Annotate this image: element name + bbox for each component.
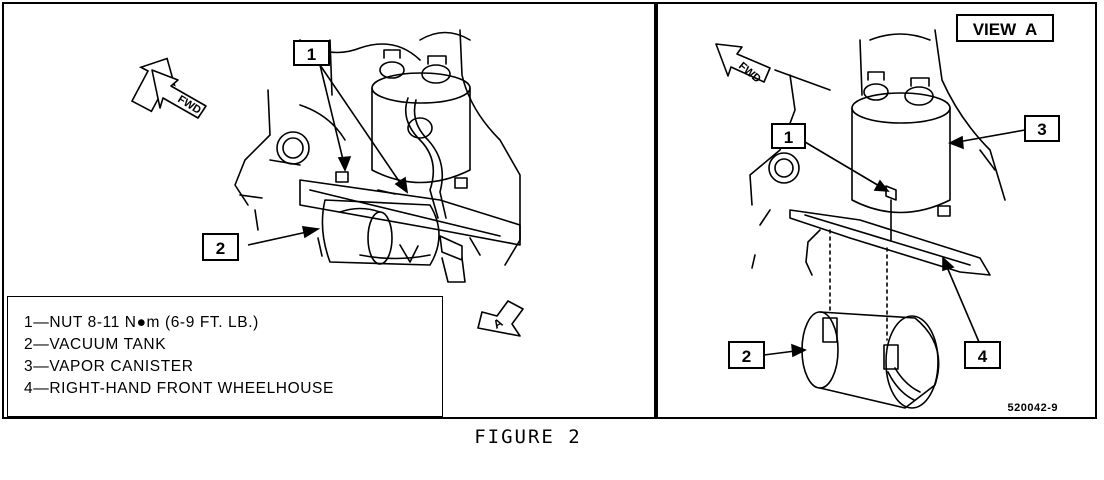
legend-item-vacuum-tank: 2—VACUUM TANK xyxy=(24,336,167,353)
left-fwd-arrow xyxy=(130,57,176,113)
legend-item-nut: 1—NUT 8-11 N●m (6-9 FT. LB.) xyxy=(24,314,259,331)
left-callout-leaders xyxy=(247,64,409,246)
right-callout-3: 3 xyxy=(1024,115,1060,142)
right-panel-frame xyxy=(656,2,1097,419)
left-callout-1-label: 1 xyxy=(307,45,316,64)
right-callout-1: 1 xyxy=(771,123,806,149)
left-panel-frame xyxy=(2,2,656,419)
view-a-title: VIEW A xyxy=(973,20,1038,39)
left-panel-illustration xyxy=(234,29,521,283)
right-callout-1-label: 1 xyxy=(784,128,793,147)
left-fwd-arrow-shape: FWD xyxy=(151,69,207,119)
legend-item-wheelhouse: 4—RIGHT-HAND FRONT WHEELHOUSE xyxy=(24,380,334,397)
figure-caption: FIGURE 2 xyxy=(474,426,582,448)
view-a-pointer-arrow: A xyxy=(477,300,524,337)
right-callout-3-label: 3 xyxy=(1037,120,1046,139)
legend-item-vapor-canister: 3—VAPOR CANISTER xyxy=(24,358,194,375)
legend-box: 1—NUT 8-11 N●m (6-9 FT. LB.) 2—VACUUM TA… xyxy=(7,296,443,417)
right-callout-2: 2 xyxy=(728,341,765,369)
view-a-title-box: VIEW A xyxy=(956,14,1054,42)
left-callout-2: 2 xyxy=(202,233,239,261)
right-callout-4-label: 4 xyxy=(978,347,988,366)
left-callout-2-label: 2 xyxy=(216,239,225,258)
right-callout-4: 4 xyxy=(964,341,1001,369)
left-callout-1: 1 xyxy=(293,40,330,66)
part-number: 520042-9 xyxy=(1008,402,1059,414)
right-callout-leaders xyxy=(763,129,1026,358)
right-fwd-arrow-shape: FWD xyxy=(715,43,771,85)
right-callout-2-label: 2 xyxy=(742,347,751,366)
right-panel-illustration xyxy=(749,29,1006,409)
